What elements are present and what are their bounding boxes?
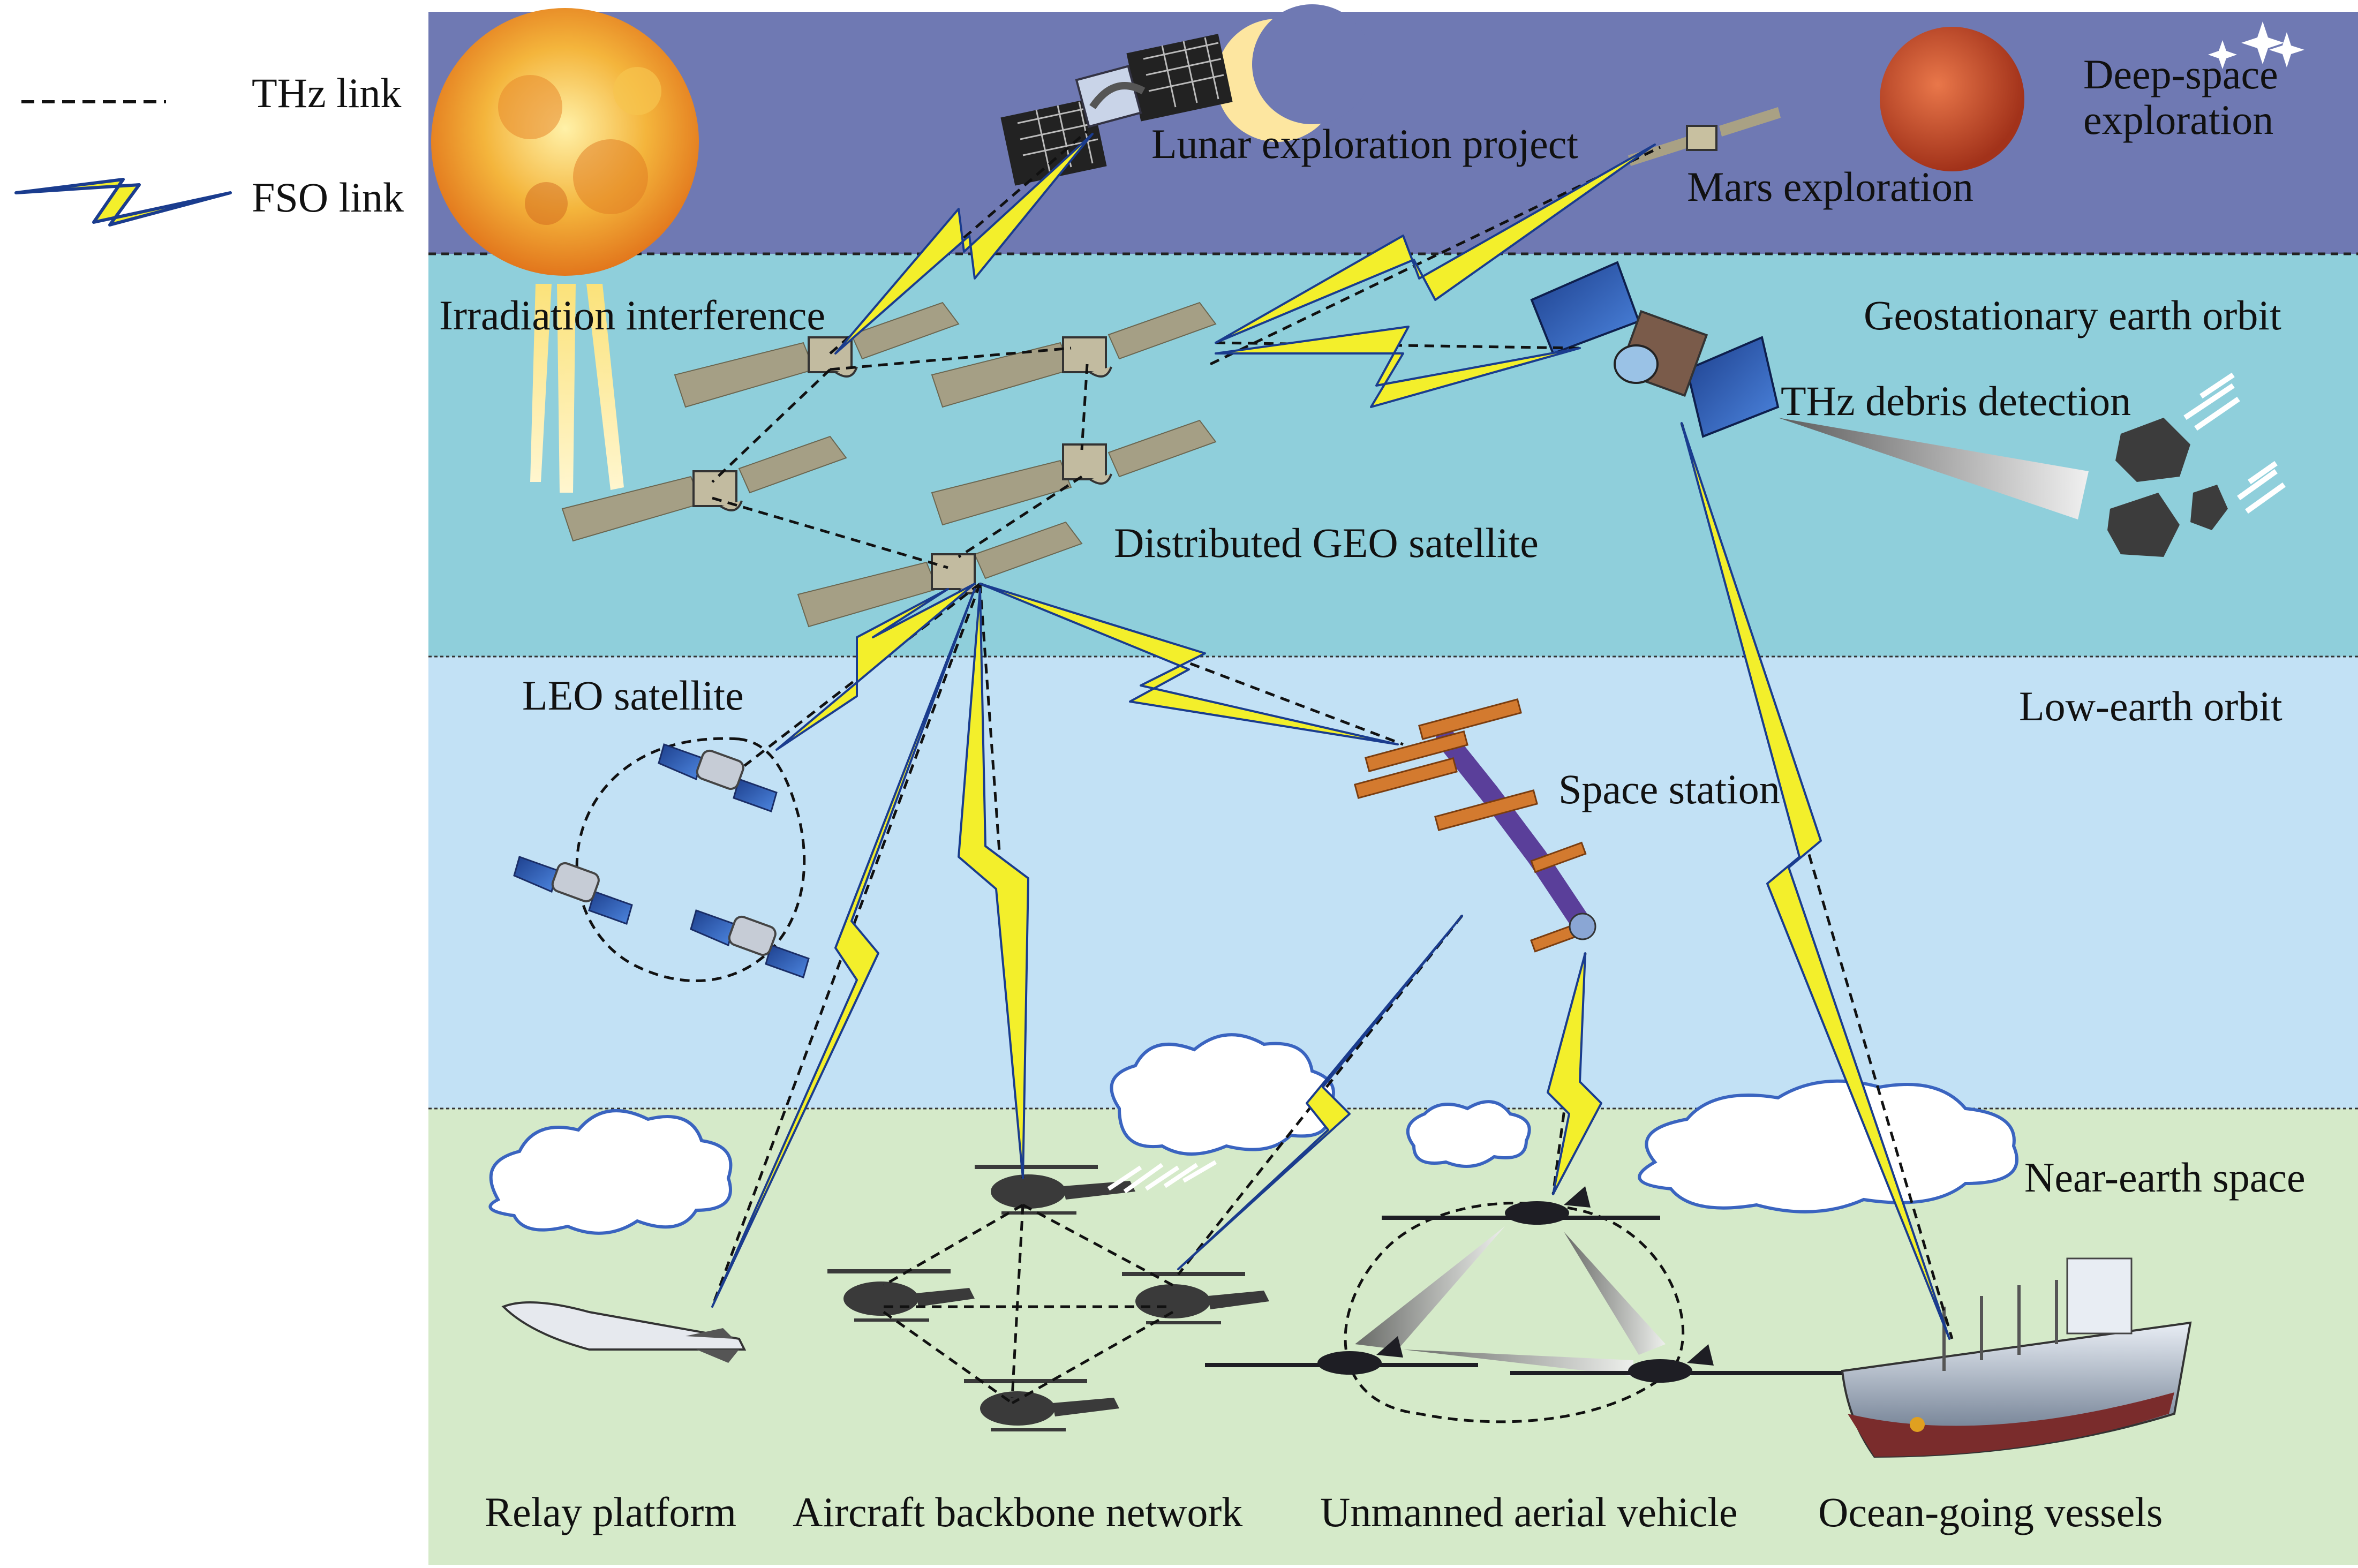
fso-legend-label: FSO link (252, 174, 404, 221)
fso-bolt (1177, 915, 1463, 1270)
leo-satellite-icon (690, 909, 810, 978)
lunar-probe-satellite-icon (1000, 34, 1233, 186)
relay-platform-icon (501, 1301, 747, 1363)
uav-drone-icon (1382, 1186, 1660, 1225)
sun-ray (557, 284, 576, 493)
uav-beam (1564, 1232, 1666, 1355)
leo-orbit-path (575, 737, 806, 982)
fso-bolt (1547, 952, 1602, 1195)
sparkle-stars-icon (2208, 21, 2304, 69)
leo-satellite-label: LEO satellite (522, 672, 744, 719)
deep-space-label-line1: Deep-space (2083, 51, 2278, 97)
helicopter-icon (964, 1379, 1119, 1431)
sun-ray (530, 284, 552, 482)
distributed-geo-label: Distributed GEO satellite (1114, 519, 1539, 566)
legend: THz link FSO link (14, 70, 404, 227)
cloud-icon (1110, 1033, 1335, 1156)
fso-bolt (979, 583, 1399, 745)
uav-drone-icon (1205, 1336, 1478, 1375)
leo-zone-label: Low-earth orbit (2019, 683, 2282, 729)
geo-satellite-icon (931, 301, 1217, 408)
thz-debris-label: THz debris detection (1781, 378, 2131, 424)
near-earth-zone-label: Near-earth space (2024, 1154, 2306, 1201)
sun-ray (586, 284, 624, 490)
fso-links (711, 133, 1950, 1340)
fso-bolt (958, 588, 1029, 1179)
mars-planet-icon (1880, 27, 2024, 171)
deep-space-label-line2: exploration (2083, 96, 2273, 143)
space-station-icon (1354, 698, 1596, 953)
ocean-vessels-label: Ocean-going vessels (1818, 1489, 2163, 1535)
fso-bolt (775, 583, 976, 751)
thz-detection-beam (1778, 418, 2089, 519)
leo-satellite-icon (513, 856, 633, 925)
cloud-icon (488, 1109, 733, 1235)
lunar-exploration-label: Lunar exploration project (1151, 120, 1578, 167)
uav-label: Unmanned aerial vehicle (1320, 1489, 1738, 1535)
mars-probe-satellite-icon (1628, 107, 1781, 166)
geo-band (428, 254, 2358, 657)
uav-beam (1403, 1350, 1633, 1376)
fso-bolt (1215, 326, 1581, 408)
sun-icon (431, 8, 699, 493)
cloud-icon (1638, 1079, 2018, 1213)
geo-satellite-icon (561, 435, 847, 542)
fso-bolt (711, 588, 976, 1308)
leo-satellite-icon (658, 743, 778, 812)
geo-satellite-icon (797, 521, 1083, 628)
cloud-icon (1406, 1100, 1531, 1168)
geo-zone-label: Geostationary earth orbit (1864, 292, 2281, 338)
cargo-ship-icon (1841, 1257, 2192, 1458)
crescent-moon-icon (1216, 4, 1372, 142)
debris-detection-satellite-icon (1530, 261, 1780, 438)
irradiation-interference-label: Irradiation interference (439, 292, 825, 338)
fso-bolt (1681, 422, 1950, 1340)
geo-satellite-icon (674, 301, 960, 408)
geo-satellite-icon (931, 419, 1217, 526)
space-station-label: Space station (1558, 766, 1780, 812)
relay-platform-label: Relay platform (485, 1489, 736, 1535)
fso-bolt (1215, 144, 1656, 344)
geo-satellite-cluster (561, 301, 1217, 628)
thz-legend-label: THz link (252, 70, 401, 116)
leo-band (428, 657, 2358, 1109)
helicopter-icon (1122, 1272, 1269, 1324)
fso-bolt (834, 133, 1094, 355)
space-debris-icon (2107, 372, 2286, 557)
aircraft-backbone-label: Aircraft backbone network (793, 1489, 1242, 1535)
speed-lines (1107, 1160, 1217, 1194)
fso-legend-bolt-icon (14, 178, 232, 227)
uav-beam (1355, 1226, 1505, 1350)
uav-drone-icon (1510, 1344, 1848, 1383)
mars-exploration-label: Mars exploration (1687, 163, 1973, 210)
deep-space-band (428, 12, 2358, 254)
